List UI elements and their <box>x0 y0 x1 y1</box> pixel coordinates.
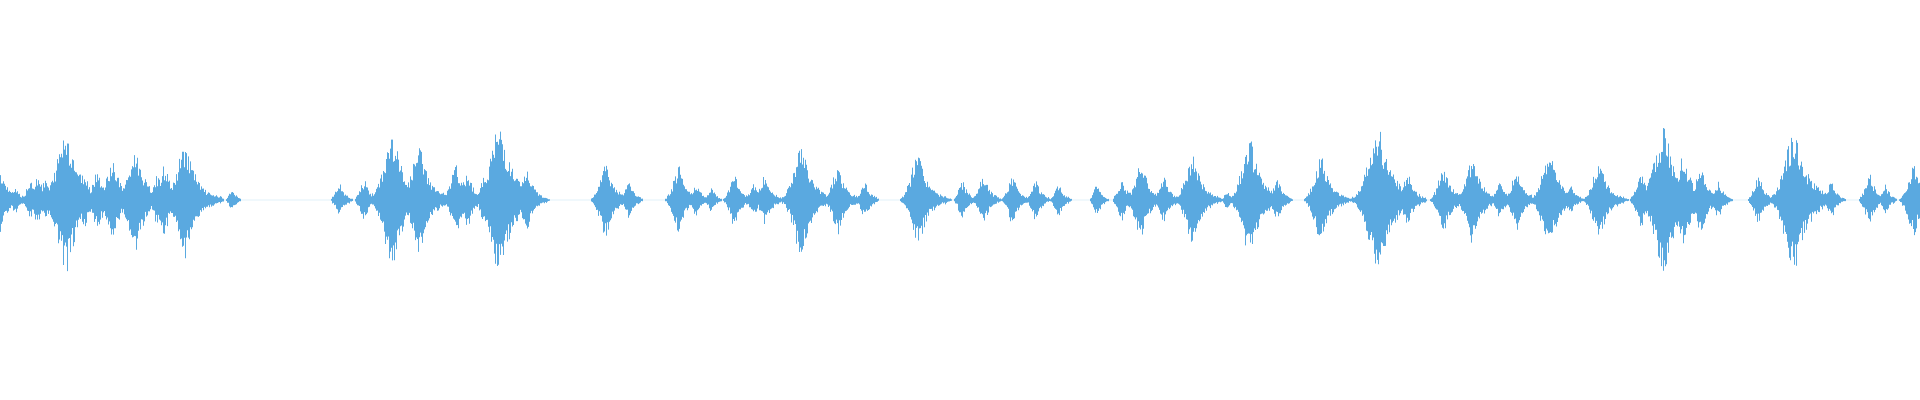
waveform-samples <box>0 128 1920 272</box>
waveform-trace <box>0 128 1920 272</box>
